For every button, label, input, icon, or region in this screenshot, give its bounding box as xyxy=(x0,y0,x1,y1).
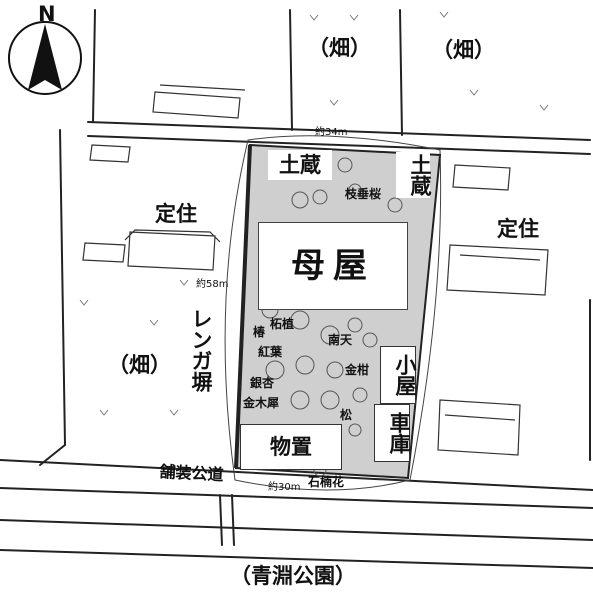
field-boundary xyxy=(399,9,403,136)
neighbor-house xyxy=(89,144,131,163)
tree-autumn-leaves: 紅葉 xyxy=(258,345,283,359)
park-label: （青淵公園） xyxy=(230,564,356,588)
garage: 車庫 xyxy=(374,404,411,462)
neighbor-house xyxy=(124,229,221,271)
tree-pomegranate: 柘植 xyxy=(270,317,295,331)
neighbor-label-east: 定住 xyxy=(497,217,539,241)
field-label-north-1: （畑） xyxy=(308,36,371,60)
tree-kumquat: 金柑 xyxy=(345,363,370,377)
neighbor-house xyxy=(152,84,246,119)
dimension-depth: 約58m xyxy=(196,279,229,290)
neighbor-label-west: 定住 xyxy=(155,202,197,226)
neighbor-house xyxy=(446,244,549,296)
tree-camellia: 椿 xyxy=(253,325,266,339)
field-boundary xyxy=(289,9,293,131)
road-line xyxy=(0,487,593,509)
tree-ginkgo: 銀杏 xyxy=(250,376,275,390)
brick-wall-line xyxy=(234,144,252,469)
dimension-width-top: 約34m xyxy=(315,127,348,138)
storehouse-west: 土蔵 xyxy=(268,150,332,180)
compass-north-label: N xyxy=(38,2,56,26)
brick-wall-label: レンガ塀 xyxy=(189,308,213,392)
field-boundary xyxy=(59,129,66,446)
road-line xyxy=(231,494,235,546)
tree-gardenia: 石楠花 xyxy=(308,475,345,489)
property-outline xyxy=(224,135,442,491)
tree-weeping-cherry: 枝垂桜 xyxy=(345,187,382,201)
park-edge xyxy=(0,519,593,541)
field-label-north-2: （畑） xyxy=(432,38,495,62)
road-line xyxy=(87,121,591,141)
road-line xyxy=(87,135,591,155)
tree-osmanthus: 金木犀 xyxy=(243,396,280,410)
neighbor-house xyxy=(437,399,521,456)
tree-nandina: 南天 xyxy=(328,333,353,347)
dimension-width-bottom: 約30m xyxy=(268,482,301,493)
main-house: 母屋 xyxy=(258,222,408,310)
park-edge xyxy=(0,549,593,569)
road-line xyxy=(0,459,593,491)
compass-icon xyxy=(8,21,82,95)
field-label-west: （畑） xyxy=(108,353,171,377)
neighbor-house xyxy=(82,242,126,263)
tree-pine: 松 xyxy=(340,408,353,422)
field-boundary xyxy=(92,9,96,123)
storage-building: 物置 xyxy=(240,424,342,470)
paved-road-label: 舗装公道 xyxy=(159,462,225,485)
storehouse-east: 土蔵 xyxy=(396,152,432,198)
neighbor-house xyxy=(452,164,511,191)
shed: 小屋 xyxy=(380,346,417,404)
road-line xyxy=(219,494,223,546)
